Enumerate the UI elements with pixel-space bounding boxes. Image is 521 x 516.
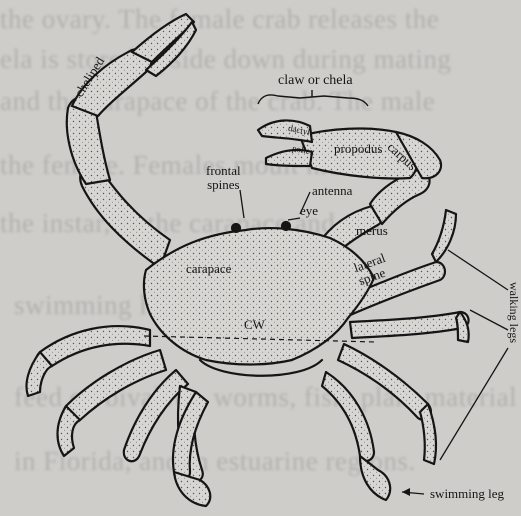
claw-bracket <box>258 95 368 106</box>
label-antenna: antenna <box>312 184 352 197</box>
swimming-leg-arrowhead <box>402 488 410 496</box>
carapace-shell <box>144 228 374 364</box>
label-propodus: propodus <box>334 142 382 155</box>
label-walking-legs: walking legs <box>507 282 520 343</box>
label-claw-or-chela: claw or chela <box>278 74 353 87</box>
label-merus: merus <box>356 224 388 237</box>
label-carapace: carapace <box>186 262 231 275</box>
left-cheliped <box>67 14 196 268</box>
label-swimming-leg: swimming leg <box>430 487 504 500</box>
label-frontal-spines: frontal spines <box>206 164 241 192</box>
label-eye: eye <box>300 204 318 217</box>
label-cw: CW <box>244 318 265 331</box>
swimming-legs <box>173 372 390 506</box>
